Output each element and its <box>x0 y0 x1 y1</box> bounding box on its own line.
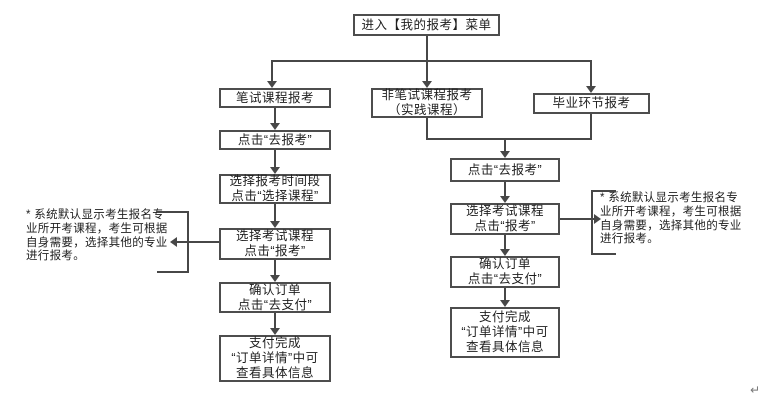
connector-written-3 <box>274 204 276 221</box>
connector-drop-written <box>271 60 273 81</box>
connector-merge-drop <box>504 140 506 151</box>
arrowhead-right-icon <box>594 214 601 224</box>
connector-merged-2 <box>504 235 506 249</box>
note-right-bracket-top <box>591 190 616 192</box>
note-right: * 系统默认显示考生报名专 业所开考课程，考生可根据 自身需要，选择其他的专业 … <box>600 192 742 246</box>
connector-written-4 <box>274 260 276 275</box>
connector-branch-bar <box>271 60 592 62</box>
connector-merge-bar <box>426 138 592 140</box>
note-left: * 系统默认显示考生报名专 业所开考课程，考生可根据 自身需要，选择其他的专业 … <box>26 209 168 263</box>
note-left-bracket-top <box>157 211 189 213</box>
connector-written-1 <box>274 108 276 123</box>
connector-note-left <box>177 241 219 243</box>
connector-merged-3 <box>504 288 506 300</box>
flow-node-written-step-3: 选择考试课程 点击“报考” <box>219 228 331 260</box>
flow-node-root: 进入【我的报考】菜单 <box>353 14 500 36</box>
flow-node-written-step-4: 确认订单 点击“去支付” <box>219 282 331 313</box>
return-mark: ↵ <box>750 383 761 397</box>
flow-node-merged-step-4: 支付完成 “订单详情”中可 查看具体信息 <box>450 307 560 358</box>
note-right-bracket <box>591 190 593 255</box>
flow-node-merged-step-2: 选择考试课程 点击“报考” <box>450 203 560 235</box>
flow-node-merged-step-3: 确认订单 点击“去支付” <box>450 256 560 288</box>
flow-node-branch-practical: 非笔试课程报考 （实践课程） <box>371 88 483 118</box>
arrowhead-down-icon <box>270 167 280 174</box>
connector-written-5 <box>274 313 276 328</box>
flow-node-written-step-1: 点击“去报考” <box>219 130 331 150</box>
arrowhead-down-icon <box>500 196 510 203</box>
flow-node-written-step-2: 选择报考时间段 点击“选择课程” <box>219 174 331 204</box>
flow-node-merged-step-1: 点击“去报考” <box>450 158 560 182</box>
arrowhead-down-icon <box>270 328 280 335</box>
flow-node-written-step-5: 支付完成 “订单详情”中可 查看具体信息 <box>219 335 331 382</box>
connector-drop-graduation <box>590 60 592 86</box>
arrowhead-down-icon <box>500 300 510 307</box>
arrowhead-down-icon <box>270 221 280 228</box>
arrowhead-down-icon <box>267 81 277 88</box>
arrowhead-down-icon <box>422 81 432 88</box>
note-left-bracket-bottom <box>157 271 189 273</box>
connector-merged-1 <box>504 182 506 196</box>
connector-written-2 <box>274 150 276 167</box>
arrowhead-down-icon <box>500 151 510 158</box>
connector-merge-left <box>426 118 428 140</box>
arrowhead-down-icon <box>270 123 280 130</box>
arrowhead-down-icon <box>500 249 510 256</box>
arrowhead-left-icon <box>170 237 177 247</box>
flow-node-branch-graduation: 毕业环节报考 <box>533 93 650 114</box>
connector-merge-right <box>590 114 592 140</box>
arrowhead-down-icon <box>586 86 596 93</box>
connector-root-stem <box>426 36 428 81</box>
arrowhead-down-icon <box>270 275 280 282</box>
note-right-bracket-bottom <box>591 253 616 255</box>
flow-node-branch-written: 笔试课程报考 <box>219 88 331 108</box>
connector-note-right <box>560 218 594 220</box>
